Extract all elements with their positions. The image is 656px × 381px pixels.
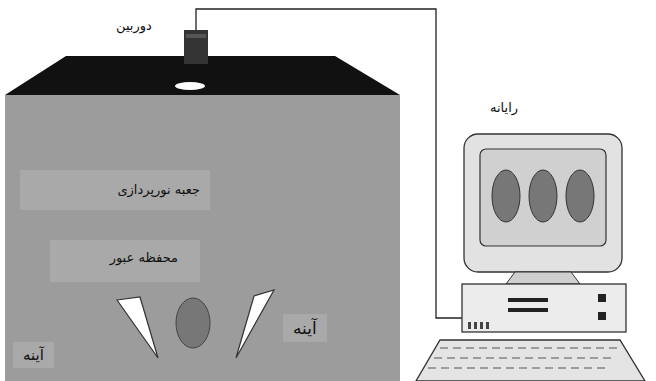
- drive-slot: [508, 308, 548, 312]
- mirror: [236, 290, 274, 358]
- screen: [480, 149, 606, 246]
- button: [598, 294, 606, 302]
- object: [176, 298, 210, 348]
- vents: [468, 322, 489, 329]
- node-title: محفظه عبور: [110, 250, 178, 265]
- camera-lens: [174, 64, 218, 78]
- box-body: [5, 95, 400, 381]
- passage-chamber: محفظه عبور: [50, 240, 200, 282]
- mirror-label: آینه: [13, 342, 54, 368]
- screen-ellipse: [566, 170, 594, 222]
- node-title: جعبه نورپردازی: [20, 170, 210, 210]
- mirror: [117, 297, 158, 358]
- keys: [428, 348, 617, 368]
- screen-ellipse: [492, 170, 520, 222]
- computer-label: رایانه: [486, 98, 522, 117]
- system-unit: [462, 284, 626, 332]
- camera-band: [186, 34, 206, 38]
- button: [598, 312, 606, 320]
- lens-hole: [175, 82, 205, 90]
- drive-slot: [508, 298, 548, 302]
- mirror-label: آینه: [283, 314, 327, 342]
- screen-ellipse: [529, 170, 557, 222]
- camera-body: [184, 30, 208, 64]
- lighting-box: جعبه نورپردازی محفظه عبور: [5, 95, 400, 381]
- monitor: [464, 134, 622, 272]
- camera-label: دوربین: [112, 16, 156, 35]
- keyboard: [416, 340, 645, 381]
- monitor-stand: [506, 272, 580, 284]
